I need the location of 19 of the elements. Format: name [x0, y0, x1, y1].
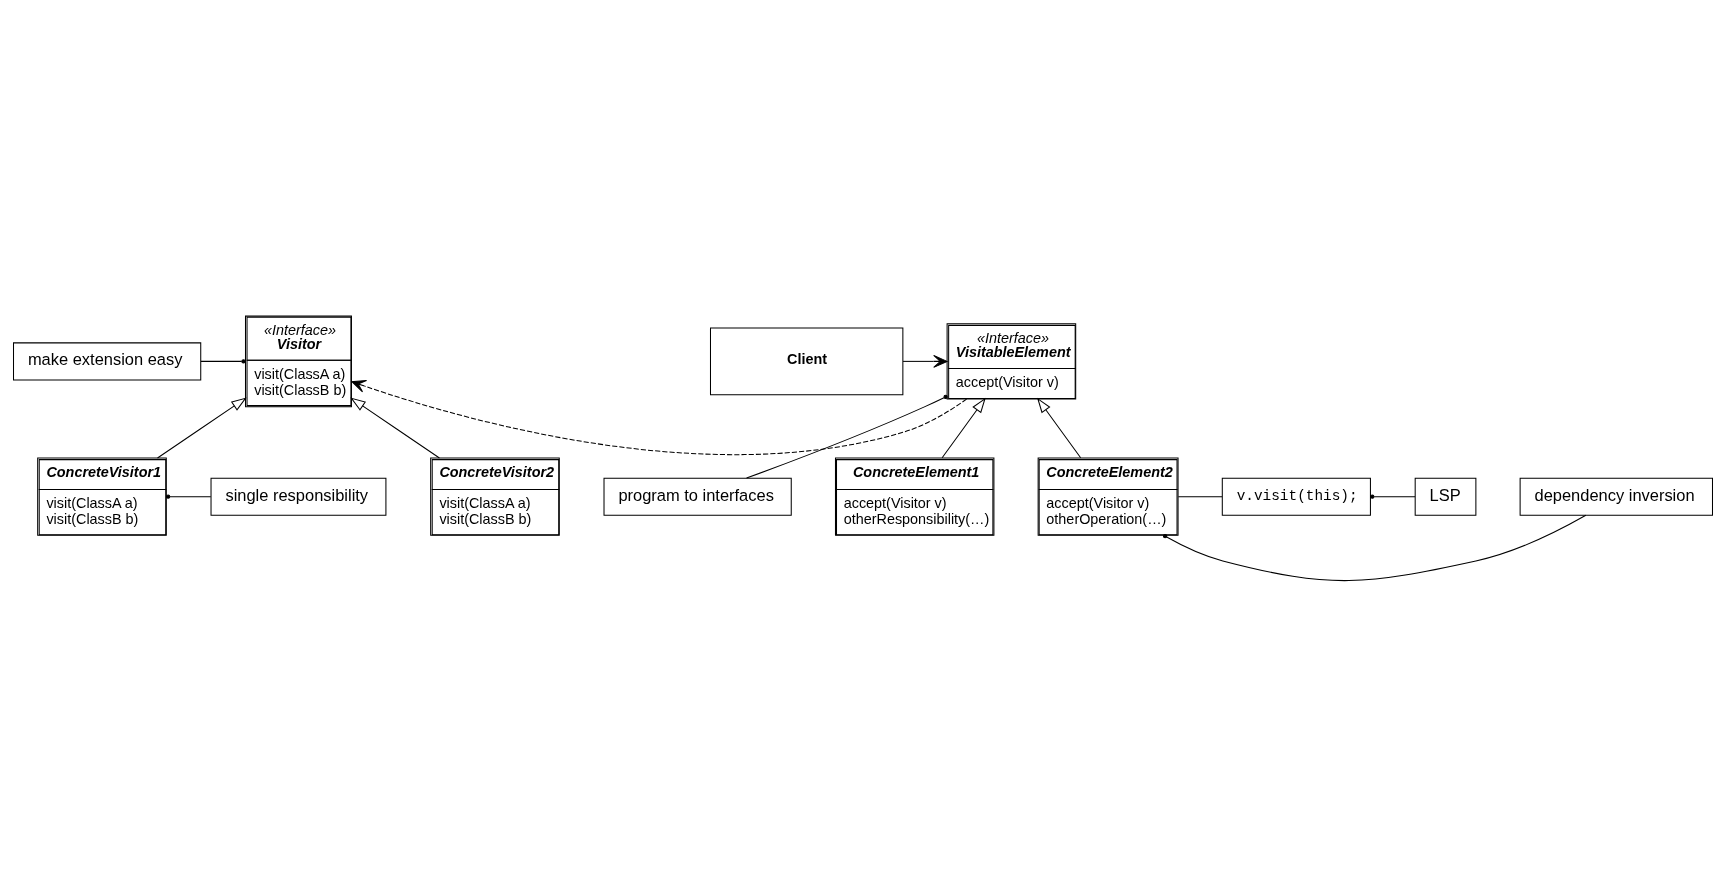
node-box: LSP	[1414, 477, 1477, 516]
connector	[165, 494, 212, 499]
arrow	[157, 396, 247, 458]
arrow	[941, 397, 986, 458]
connector	[1177, 495, 1223, 497]
arrow	[351, 379, 968, 455]
node-box: single responsibility	[210, 477, 387, 516]
node-box: v.visit(this);	[1221, 477, 1371, 516]
node-box: Client	[709, 326, 904, 395]
connector	[1162, 514, 1587, 581]
connector	[1370, 494, 1416, 499]
arrow	[902, 354, 948, 368]
node-box: dependency inversion	[1519, 477, 1713, 516]
arrow	[350, 396, 440, 458]
connector	[746, 394, 948, 479]
node-box: make extension easy	[13, 341, 202, 380]
node-box: program to interfaces	[603, 477, 792, 516]
connector	[200, 358, 246, 364]
arrow	[1037, 397, 1082, 458]
